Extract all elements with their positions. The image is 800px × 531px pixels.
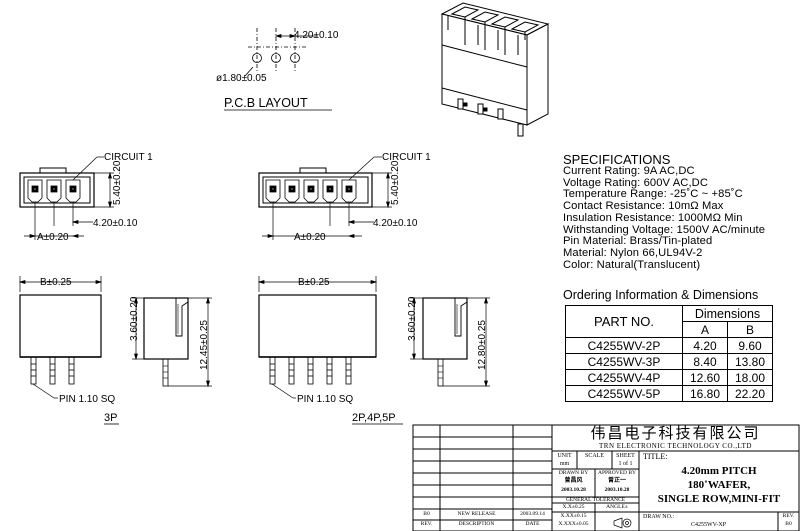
general-tolerance-label: GENERAL TOLERANCE — [565, 497, 626, 503]
part-number-cell: C4255WV-2P — [565, 337, 683, 354]
pcb-layout-title: P.C.B LAYOUT — [224, 96, 308, 110]
dimension-a-cell: 12.60 — [682, 369, 728, 386]
spec-line: Material: Nylon 66,UL94V-2 — [563, 246, 703, 259]
title-label: TITLE: — [643, 452, 668, 461]
revision-label: REV. — [782, 513, 795, 519]
footer-description-header: DESCRIPTION — [458, 521, 495, 527]
spec-line: Temperature Range: -25˚C ~ +85˚C — [563, 188, 743, 201]
angle-label: ANGLE± — [606, 504, 628, 510]
spec-line: Voltage Rating: 600V AC,DC — [563, 176, 709, 189]
side-height1-label-3p: 3.60±0.20 — [129, 296, 140, 341]
drawing-title-line-1: 4.20mm PITCH — [681, 465, 757, 477]
pcb-pitch-label: 4.20±0.10 — [294, 30, 339, 41]
front-view-3p: B±0.25 PIN 1.10 SQ 3P — [18, 276, 119, 425]
tolerance-1: X.X±0.25 — [562, 504, 585, 510]
isometric-connector-view — [440, 2, 550, 137]
front-view-multi: B±0.25 PIN 1.10 SQ 2P,4P,5P — [257, 276, 403, 425]
sheet-value: 1 of 1 — [618, 461, 633, 467]
footer-date-header: DATE — [525, 521, 540, 527]
drawn-by-name: 曾昌风 — [564, 478, 583, 484]
part-number-header: PART NO. — [565, 305, 683, 338]
spec-line: Contact Resistance: 10mΩ Max — [563, 200, 724, 213]
drawing-number: C4255WV-XP — [690, 522, 727, 528]
pin-label-3p: PIN 1.10 SQ — [59, 394, 115, 405]
ordering-title: Ordering Information & Dimensions — [563, 288, 759, 302]
approved-date: 2003.10.28 — [604, 487, 630, 493]
specifications-title: SPECIFICATIONS — [563, 152, 671, 167]
b-dimension-label-3p: B±0.25 — [40, 277, 72, 288]
dimension-b-cell: 22.20 — [727, 385, 773, 402]
company-name-cn: 伟昌电子科技有限公司 — [590, 426, 761, 442]
unit-label: UNIT — [557, 453, 572, 459]
spec-line: Pin Material: Brass/Tin-plated — [563, 235, 713, 248]
scale-label: SCALE — [584, 453, 604, 459]
circuit1-label-multi: CIRCUIT 1 — [382, 152, 431, 163]
part-number-cell: C4255WV-5P — [565, 385, 683, 402]
part-number-cell: C4255WV-4P — [565, 369, 683, 386]
drawn-date: 2003.10.28 — [561, 487, 586, 493]
side-height1-label-multi: 3.60±0.20 — [407, 296, 418, 341]
title-block-grid — [412, 424, 800, 531]
drawing-title-line-3: SINGLE ROW,MINI-FIT — [657, 493, 781, 505]
revision-row-date: 2003.09.14 — [520, 511, 545, 517]
footer-rev-header: REV. — [420, 521, 433, 527]
dimension-a-cell: 4.20 — [682, 337, 728, 354]
dimension-a-cell: 8.40 — [682, 353, 728, 370]
hole-diameter-label: ø1.80±0.05 — [216, 73, 267, 84]
approved-by-name: 曾正一 — [607, 478, 626, 484]
tolerance-3: X.XXX±0.05 — [558, 521, 589, 527]
b-dimension-label-multi: B±0.25 — [298, 277, 330, 288]
a-dimension-label-multi: A±0.20 — [294, 232, 326, 243]
drawn-by-label: DRAWN BY — [558, 470, 589, 476]
sheet-label: SHEET — [616, 453, 635, 459]
dimension-a-cell: 16.80 — [682, 385, 728, 402]
revision-row-description: NEW RELEASE — [457, 511, 496, 517]
dimensions-header: Dimensions — [682, 305, 773, 322]
spec-line: Color: Natural(Translucent) — [563, 258, 701, 271]
height-label-multi: 5.40±0.20 — [390, 160, 401, 205]
drawing-title-line-2: 180˚WAFER, — [687, 479, 751, 491]
dimension-b-cell: 9.60 — [727, 337, 773, 354]
pin-label-multi: PIN 1.10 SQ — [297, 394, 353, 405]
column-a-header: A — [682, 321, 728, 338]
dimension-b-cell: 13.80 — [727, 353, 773, 370]
dimension-b-cell: 18.00 — [727, 369, 773, 386]
drawing-number-label: DRAW NO.: — [643, 514, 675, 520]
part-number-cell: C4255WV-3P — [565, 353, 683, 370]
column-b-header: B — [727, 321, 773, 338]
side-height2-label-multi: 12.80±0.25 — [477, 320, 488, 370]
spec-line: Current Rating: 9A AC,DC — [563, 165, 695, 177]
side-view-3p: 3.60±0.20 12.45±0.25 — [129, 296, 212, 388]
spec-line: Withstanding Voltage: 1500V AC/minute — [563, 223, 766, 236]
a-dimension-label-3p: A±0.20 — [37, 232, 69, 243]
approved-by-label: APPROVED BY — [597, 470, 637, 476]
side-view-multi: 3.60±0.20 12.80±0.25 — [407, 296, 490, 388]
company-name-en: TRN ELECTRONIC TECHNOLOGY CO.,LTD — [599, 442, 752, 450]
revision-row-rev: B0 — [423, 511, 430, 517]
projection-symbol-icon — [613, 517, 632, 529]
top-view-multi: CIRCUIT 1 5.40±0.20 4.20±0.10 A±0.20 — [258, 152, 431, 243]
pitch-label-3p: 4.20±0.10 — [93, 218, 138, 229]
top-view-3p: CIRCUIT 1 5.40±0.20 4.20±0.10 A±0.20 — [19, 152, 153, 243]
view-label-multi: 2P,4P,5P — [352, 412, 396, 424]
tolerance-2: X.XX±0.15 — [560, 513, 587, 519]
unit-value: mm — [559, 461, 570, 467]
revision-value: B0 — [785, 521, 792, 527]
height-label-3p: 5.40±0.20 — [112, 160, 123, 205]
pcb-layout: 4.20±0.10 ø1.80±0.05 P.C.B LAYOUT — [216, 28, 339, 111]
view-label-3p: 3P — [104, 412, 117, 424]
spec-line: Insulation Resistance: 1000MΩ Min — [563, 211, 743, 224]
circuit1-label-3p: CIRCUIT 1 — [104, 152, 153, 163]
pitch-label-multi: 4.20±0.10 — [373, 218, 418, 229]
side-height2-label-3p: 12.45±0.25 — [199, 320, 210, 370]
